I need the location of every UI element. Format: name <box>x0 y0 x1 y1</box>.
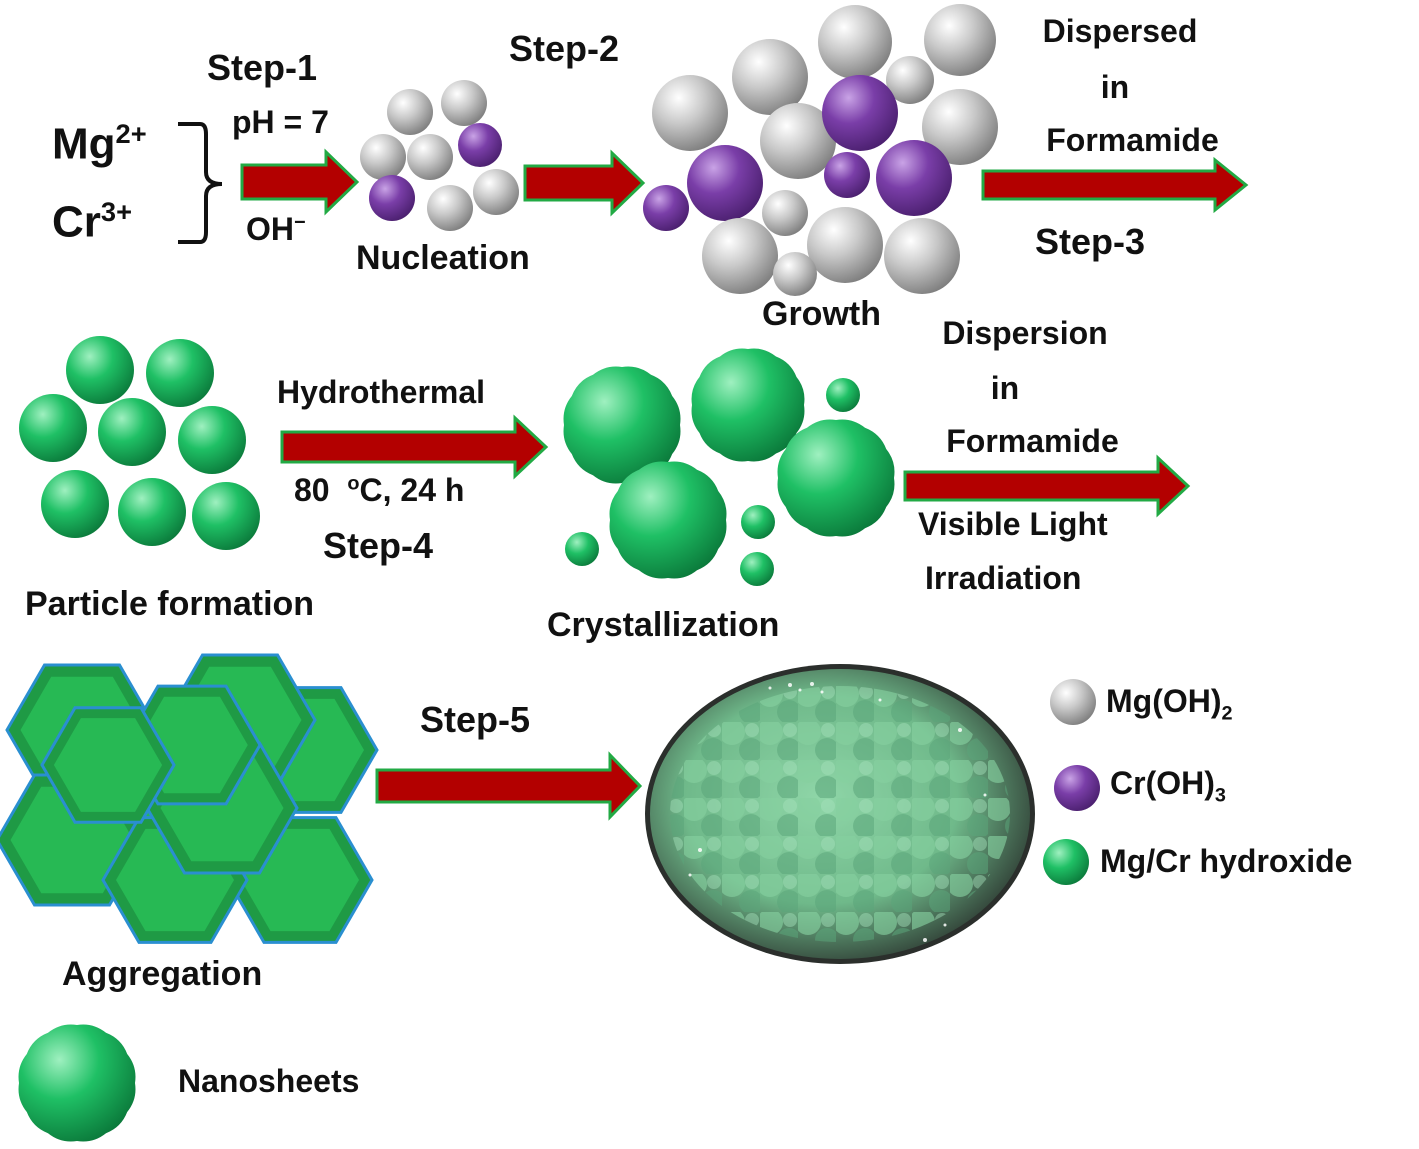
sphere-icon <box>192 482 260 550</box>
sphere-icon <box>924 4 996 76</box>
sphere-icon <box>407 134 453 180</box>
sphere-icon <box>387 89 433 135</box>
growth-cluster <box>643 4 998 296</box>
temperature-label: 80 oC, 24 h <box>294 472 465 508</box>
ion-mg: Mg2+ <box>52 118 147 169</box>
arrow-icon <box>240 148 360 216</box>
particle-formation-label: Particle formation <box>25 585 315 623</box>
sphere-icon <box>818 5 892 79</box>
nanosheet-icon <box>777 419 895 537</box>
sphere-icon <box>643 185 689 231</box>
legend-nanosheets: Nanosheets <box>178 1063 360 1099</box>
sphere-icon <box>807 207 883 283</box>
sphere-icon <box>652 75 728 151</box>
sphere-icon <box>687 145 763 221</box>
visible-light-line-2: Irradiation <box>925 560 1082 596</box>
sphere-icon <box>886 56 934 104</box>
arrow-icon <box>981 156 1249 214</box>
legend-croh3: Cr(OH)3 <box>1110 765 1226 807</box>
step4-label: Step-4 <box>323 525 434 566</box>
nanosheet-icon <box>691 348 805 462</box>
sphere-icon <box>369 175 415 221</box>
legend-cr-sphere <box>1054 765 1100 811</box>
sphere-icon <box>360 134 406 180</box>
aggregation-cluster <box>0 653 379 944</box>
nanosheet-icon <box>18 1024 136 1142</box>
particle-cluster <box>19 336 260 550</box>
ph-label: pH = 7 <box>232 104 329 140</box>
arrow-icon <box>375 751 643 821</box>
sphere-icon <box>876 140 952 216</box>
dispersed-line-2: in <box>1100 69 1130 105</box>
sphere-icon <box>822 75 898 151</box>
nucleation-cluster <box>360 80 519 231</box>
sphere-icon <box>922 89 998 165</box>
dispersion-line-1: Dispersion <box>942 315 1108 351</box>
hexagon-icon <box>40 706 176 824</box>
sem-image-icon <box>645 664 1035 964</box>
sphere-icon <box>762 190 808 236</box>
step3-label: Step-3 <box>1035 221 1146 262</box>
arrow-icon <box>280 414 549 480</box>
sphere-icon <box>441 80 487 126</box>
hydrothermal-label: Hydrothermal <box>277 374 486 410</box>
sphere-icon <box>98 398 166 466</box>
sphere-icon <box>427 185 473 231</box>
crystallization-spheres <box>565 378 860 586</box>
sphere-icon <box>702 218 778 294</box>
sphere-icon <box>884 218 960 294</box>
nanosheet-shape <box>18 1024 136 1142</box>
sphere-icon <box>178 406 246 474</box>
sphere-icon <box>760 103 836 179</box>
step5-label: Step-5 <box>420 699 531 740</box>
sphere-icon <box>565 532 599 566</box>
legend-mg-sphere <box>1050 679 1096 725</box>
step1-label: Step-1 <box>207 47 318 88</box>
sphere-icon <box>146 339 214 407</box>
sphere-icon <box>118 478 186 546</box>
sphere-icon <box>741 505 775 539</box>
dispersed-line-3: Formamide <box>1046 122 1219 158</box>
aggregation-label: Aggregation <box>62 955 263 993</box>
dispersed-line-1: Dispersed <box>1042 13 1198 49</box>
growth-label: Growth <box>762 295 881 333</box>
sphere-icon <box>732 39 808 115</box>
legend-mgcr-sphere <box>1043 839 1089 885</box>
dispersion-line-3: Formamide <box>946 423 1119 459</box>
nanosheet-icon <box>563 366 681 484</box>
sphere-icon <box>473 169 519 215</box>
legend-mgcr: Mg/Cr hydroxide <box>1100 843 1353 879</box>
sphere-icon <box>19 394 87 462</box>
arrow-icon <box>903 454 1191 518</box>
sphere-icon <box>824 152 870 198</box>
crystallization-cluster <box>563 348 895 579</box>
arrow-icon <box>523 149 646 217</box>
nucleation-label: Nucleation <box>356 239 530 277</box>
ion-cr: Cr3+ <box>52 196 132 247</box>
step2-label: Step-2 <box>509 28 620 69</box>
sphere-icon <box>458 123 502 167</box>
sphere-icon <box>41 470 109 538</box>
sphere-icon <box>66 336 134 404</box>
hydroxide-label: OH− <box>246 211 306 247</box>
sphere-icon <box>773 252 817 296</box>
bracket-icon <box>178 122 223 244</box>
crystallization-label: Crystallization <box>547 606 780 644</box>
sphere-icon <box>826 378 860 412</box>
dispersion-line-2: in <box>990 370 1020 406</box>
visible-light-line-1: Visible Light <box>918 506 1108 542</box>
nanosheet-icon <box>609 461 727 579</box>
sphere-icon <box>740 552 774 586</box>
legend-mgoh2: Mg(OH)2 <box>1106 683 1233 725</box>
